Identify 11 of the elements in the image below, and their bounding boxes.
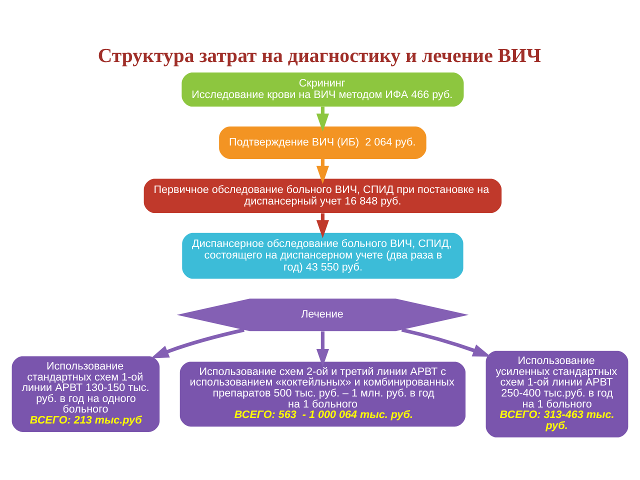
arrow bbox=[316, 330, 330, 367]
node-box: Использование усиленных стандартных схем 1-ой линии АРВТ 250-400 тыс.руб. в год на 1 больного ВСЕГО: 313-463 тыс. руб. bbox=[486, 350, 628, 437]
diagram-title: Структура затрат на диагностику и лечение ВИЧ bbox=[98, 44, 542, 67]
arrow bbox=[150, 328, 244, 358]
node-box: Диспансерное обследование больного ВИЧ, СПИД, состоящего на диспансерном учете (два раза в год) 43 550 руб. bbox=[182, 232, 464, 278]
node-box: Первичное обследование больного ВИЧ, СПИД при постановке на диспансерный учет 16 848 руб. bbox=[144, 178, 502, 213]
node-box: Использование схем 2-ой и третий линии АРВТ с использованием «коктейльных» и комбинированных препаратов 500 тыс. руб. – 1 млн. руб. в год на 1 больного ВСЕГО: 563 - 1 000 064 тыс. руб. bbox=[180, 361, 466, 426]
node-box: Подтверждение ВИЧ (ИБ) 2 064 руб. bbox=[219, 126, 426, 158]
node-box: Скрининг Исследование крови на ВИЧ методом ИФА 466 руб. bbox=[182, 72, 464, 106]
arrow bbox=[401, 328, 491, 356]
node-box: Использование стандартных схем 1-ой линии АРВТ 130-150 тыс. руб. в год на одного больного ВСЕГО: 213 тыс.руб bbox=[12, 356, 160, 432]
